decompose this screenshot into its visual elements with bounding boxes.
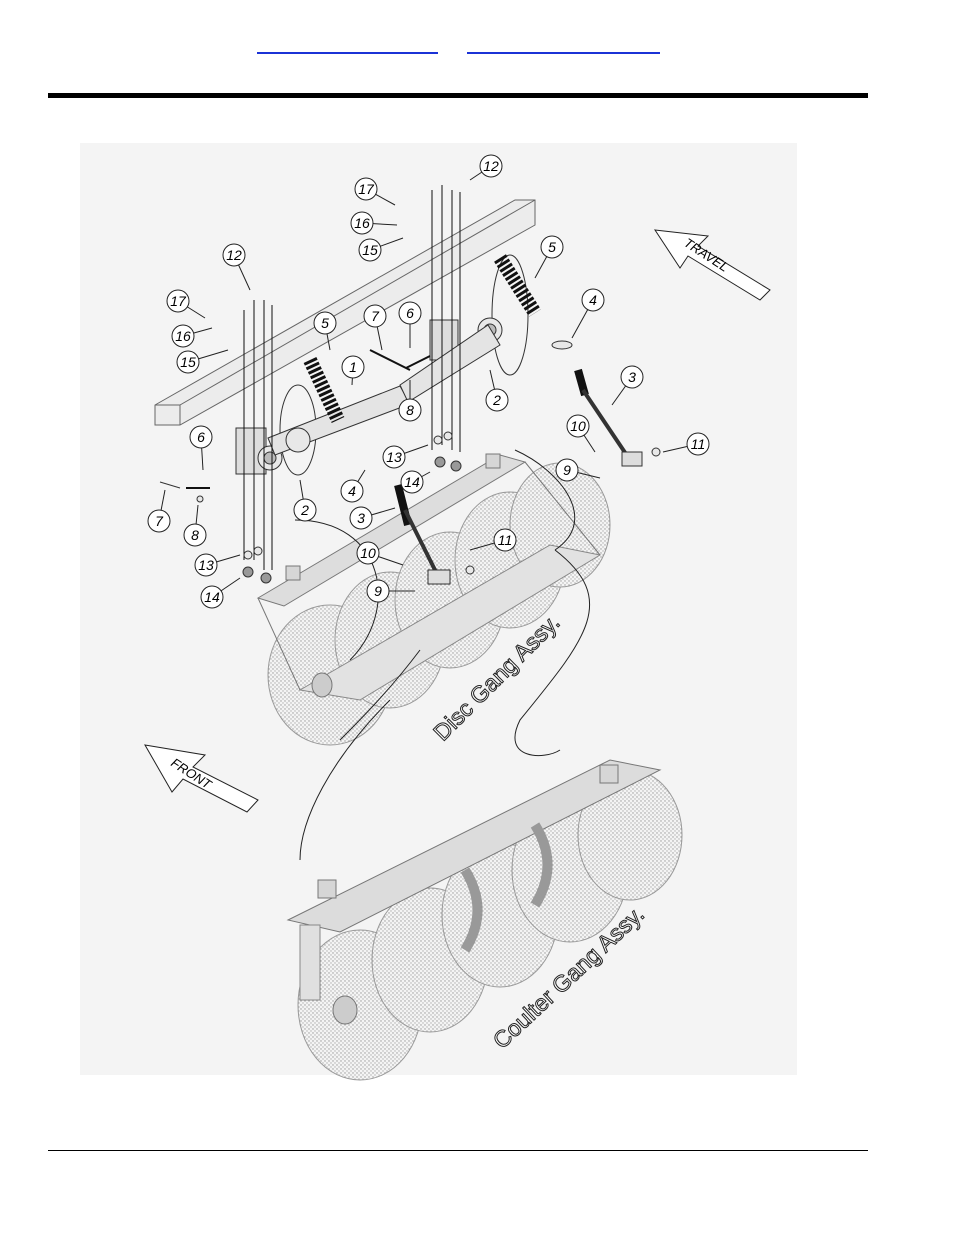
callout-number: 12: [483, 158, 499, 174]
toolbar-tube: [155, 200, 535, 425]
disc-gang-assembly: [258, 454, 610, 745]
callout-number: 4: [348, 483, 356, 499]
callout-number: 6: [406, 305, 414, 321]
callout-number: 9: [374, 583, 382, 599]
callout-number: 14: [204, 589, 220, 605]
callout-number: 10: [570, 418, 586, 434]
callout-number: 1: [349, 359, 357, 375]
callout-number: 11: [498, 532, 513, 548]
callout-number: 4: [589, 292, 597, 308]
callout-number: 7: [371, 308, 380, 324]
callout-number: 17: [170, 293, 187, 309]
callout-number: 13: [198, 557, 214, 573]
callout-number: 14: [404, 474, 420, 490]
callout-number: 15: [362, 242, 378, 258]
callout-number: 16: [354, 215, 370, 231]
callout-number: 5: [321, 315, 329, 331]
callout-number: 7: [155, 513, 164, 529]
callout-number: 2: [300, 502, 309, 518]
callout-number: 10: [360, 545, 376, 561]
footer-rule: [48, 1150, 868, 1151]
callout-number: 11: [691, 436, 706, 452]
callout-number: 8: [191, 527, 199, 543]
callout-number: 9: [563, 462, 571, 478]
callout-number: 15: [180, 354, 196, 370]
callout-number: 17: [358, 181, 375, 197]
callout-number: 5: [548, 239, 556, 255]
callout-number: 13: [386, 449, 402, 465]
callout-number: 3: [628, 369, 636, 385]
callout-number: 3: [357, 510, 365, 526]
callout-number: 16: [175, 328, 191, 344]
callout-number: 2: [492, 392, 501, 408]
callout-number: 8: [406, 402, 414, 418]
callout-number: 12: [226, 247, 242, 263]
callout-number: 6: [197, 429, 205, 445]
